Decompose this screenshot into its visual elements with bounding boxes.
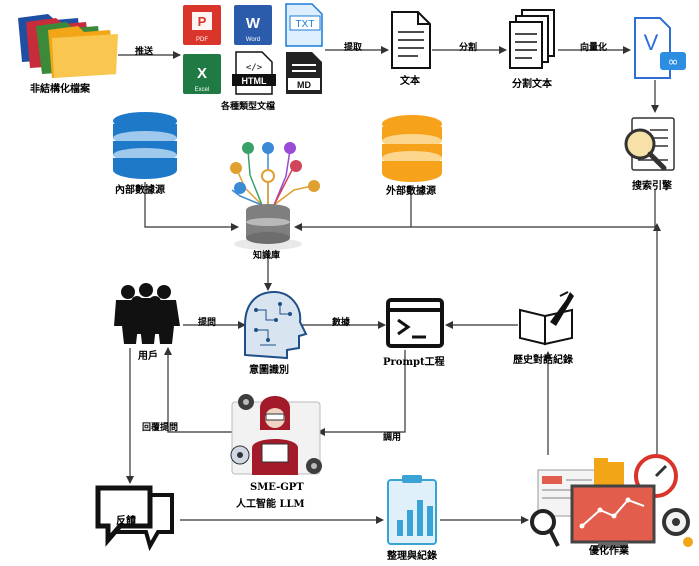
users-group-icon bbox=[114, 283, 180, 344]
word-file-icon: W Word bbox=[234, 5, 272, 45]
label-sme-gpt: SME-GPT bbox=[250, 482, 304, 493]
txt-file-icon: TXT bbox=[285, 3, 323, 47]
label-llm: 人工智能 LLM bbox=[236, 499, 305, 510]
label-intent: 意圖識別 bbox=[249, 365, 289, 376]
split-documents-icon bbox=[509, 9, 555, 69]
vector-db-icon: V ∞ bbox=[634, 17, 686, 79]
excel-file-icon: X Excel bbox=[183, 54, 221, 94]
label-search-engine: 搜索引擎 bbox=[632, 181, 672, 192]
label-document-types: 各種類型文檔 bbox=[221, 102, 276, 112]
excel-letter: X bbox=[197, 65, 207, 82]
md-file-icon: MD bbox=[286, 52, 322, 94]
label-knowledge-base: 知識庫 bbox=[253, 251, 281, 261]
external-database-icon bbox=[382, 115, 442, 182]
html-file-icon: </> HTML bbox=[232, 51, 276, 95]
label-organize: 整理與紀錄 bbox=[387, 551, 437, 562]
edge-label-push: 推送 bbox=[135, 47, 154, 57]
md-label: MD bbox=[297, 80, 311, 90]
edge-label-reply: 回覆提問 bbox=[142, 423, 179, 433]
label-feedback: 反饋 bbox=[116, 516, 136, 527]
edge-label-extract: 提取 bbox=[344, 43, 363, 53]
html-label: HTML bbox=[242, 76, 267, 86]
vector-letter: V bbox=[644, 30, 659, 55]
edge-label-data: 數據 bbox=[332, 318, 351, 328]
feedback-chat-icon bbox=[95, 485, 174, 552]
folder-stack-icon bbox=[18, 14, 118, 78]
edges bbox=[118, 46, 661, 524]
label-prompt: Prompt工程 bbox=[383, 357, 445, 368]
svg-text:∞: ∞ bbox=[668, 55, 679, 70]
internal-database-icon bbox=[113, 112, 177, 179]
pdf-label: PDF bbox=[196, 37, 208, 43]
edge-label-invoke: 調用 bbox=[383, 433, 402, 443]
edge-label-vectorize: 向量化 bbox=[580, 43, 608, 53]
edge-search-to-kb bbox=[294, 190, 656, 231]
label-text: 文本 bbox=[400, 76, 420, 87]
edge-label-split: 分割 bbox=[459, 43, 478, 53]
word-letter: W bbox=[246, 15, 261, 32]
terminal-icon bbox=[386, 298, 444, 348]
label-unstructured-files: 非結構化檔案 bbox=[30, 84, 90, 95]
history-book-icon bbox=[519, 291, 574, 346]
edge-invoke bbox=[317, 350, 406, 436]
pdf-file-icon: P PDF bbox=[183, 5, 221, 45]
svg-text:</>: </> bbox=[246, 63, 263, 73]
search-engine-icon bbox=[624, 117, 675, 171]
edge-internal-to-kb bbox=[144, 182, 239, 231]
label-external-db: 外部數據源 bbox=[386, 186, 436, 197]
label-users: 用戶 bbox=[138, 351, 158, 362]
document-icon bbox=[391, 11, 431, 69]
pdf-letter: P bbox=[198, 14, 207, 29]
knowledge-base-icon bbox=[230, 142, 320, 250]
word-label: Word bbox=[246, 37, 260, 43]
label-internal-db: 內部數據源 bbox=[115, 185, 165, 196]
ai-head-icon bbox=[244, 290, 308, 360]
clipboard-chart-icon bbox=[387, 475, 437, 545]
label-split-text: 分割文本 bbox=[512, 79, 552, 90]
excel-label: Excel bbox=[195, 87, 210, 93]
edge-reply bbox=[164, 347, 232, 433]
edge-label-ask: 提問 bbox=[198, 318, 217, 328]
optimize-dashboard-icon bbox=[530, 454, 693, 548]
sme-gpt-robot-icon bbox=[230, 394, 322, 475]
txt-label: TXT bbox=[296, 19, 315, 30]
label-history: 歷史對話紀錄 bbox=[513, 355, 573, 366]
label-optimize: 優化作業 bbox=[589, 546, 629, 557]
